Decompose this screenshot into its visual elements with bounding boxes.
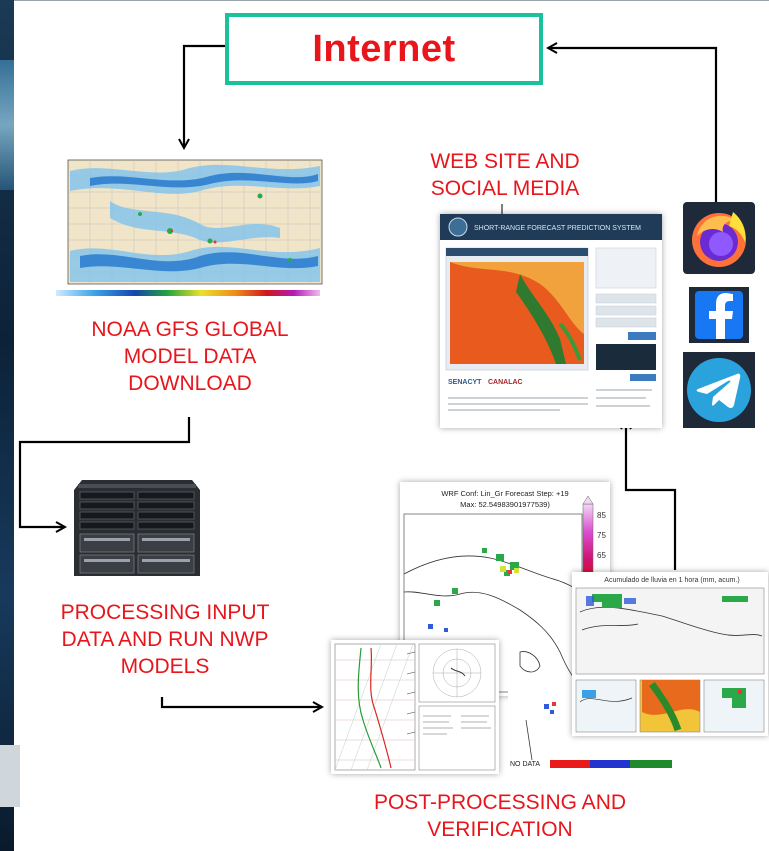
wrf-colorbar-tick-3: 65 xyxy=(597,551,606,560)
arrow-postproc-to-website xyxy=(626,420,677,570)
postproc-label: POST-PROCESSING AND VERIFICATION xyxy=(320,789,680,843)
skew-t-panel xyxy=(331,640,499,774)
bottom-plot-fragment-art: NO DATA xyxy=(510,696,672,768)
postproc-label-line-2: VERIFICATION xyxy=(427,818,573,841)
website-label-line-1: WEB SITE AND xyxy=(430,150,580,173)
processing-label: PROCESSING INPUT DATA AND RUN NWP MODELS xyxy=(20,599,310,680)
noaa-label: NOAA GFS GLOBAL MODEL DATA DOWNLOAD xyxy=(40,316,340,397)
website-label-line-2: SOCIAL MEDIA xyxy=(430,177,580,200)
internet-label: Internet xyxy=(312,27,456,70)
website-screenshot: SHORT-RANGE FORECAST PREDICTION SYSTEM S… xyxy=(440,214,662,428)
processing-label-line-2: DATA AND RUN NWP xyxy=(61,628,269,651)
processing-label-line-3: MODELS xyxy=(120,655,210,678)
wrf-plot-title-2: Max: 52.54983901977539) xyxy=(460,500,550,509)
internet-box: Internet xyxy=(225,13,543,85)
left-background-plate xyxy=(0,745,20,807)
website-label: WEB SITE AND SOCIAL MEDIA xyxy=(400,148,610,202)
arrow-server-to-postproc xyxy=(160,697,322,707)
bottom-fragment-text: NO DATA xyxy=(510,761,540,768)
rain-accumulation-panel: Acumulado de lluvia en 1 hora (mm, acum.… xyxy=(572,572,768,736)
left-background-strip xyxy=(0,0,20,851)
firefox-icon[interactable] xyxy=(683,202,755,274)
noaa-label-line-3: DOWNLOAD xyxy=(128,372,252,395)
telegram-icon[interactable] xyxy=(683,352,755,428)
arrow-noaa-to-server xyxy=(18,417,191,527)
noaa-label-line-1: NOAA GFS GLOBAL xyxy=(91,318,289,341)
website-screenshot-art: SHORT-RANGE FORECAST PREDICTION SYSTEM S… xyxy=(440,214,662,411)
gfs-global-map xyxy=(50,156,326,306)
arrow-social-to-internet xyxy=(548,48,718,202)
wrf-colorbar-tick-2: 75 xyxy=(597,531,606,540)
rain-accumulation-plot: Acumulado de lluvia en 1 hora (mm, acum.… xyxy=(575,577,765,733)
wrf-colorbar-tick-1: 85 xyxy=(597,511,606,520)
arrow-internet-to-noaa xyxy=(184,44,225,148)
wrf-plot-title-1: WRF Conf: Lin_Gr Forecast Step: +19 xyxy=(441,489,568,498)
facebook-icon[interactable] xyxy=(689,287,749,343)
skew-t-plot xyxy=(334,643,496,771)
rain-panel-title: Acumulado de lluvia en 1 hora (mm, acum.… xyxy=(604,577,739,584)
postproc-label-line-1: POST-PROCESSING AND xyxy=(373,791,627,814)
website-logo-text: SENACYT xyxy=(448,379,482,386)
processing-label-line-1: PROCESSING INPUT xyxy=(60,601,270,624)
server-icon xyxy=(74,480,200,576)
website-logo-text-2: CANALAC xyxy=(488,379,523,386)
website-header-text: SHORT-RANGE FORECAST PREDICTION SYSTEM xyxy=(474,225,641,232)
top-border-line xyxy=(0,0,769,1)
left-background-glow xyxy=(0,60,14,190)
noaa-label-line-2: MODEL DATA xyxy=(123,345,257,368)
